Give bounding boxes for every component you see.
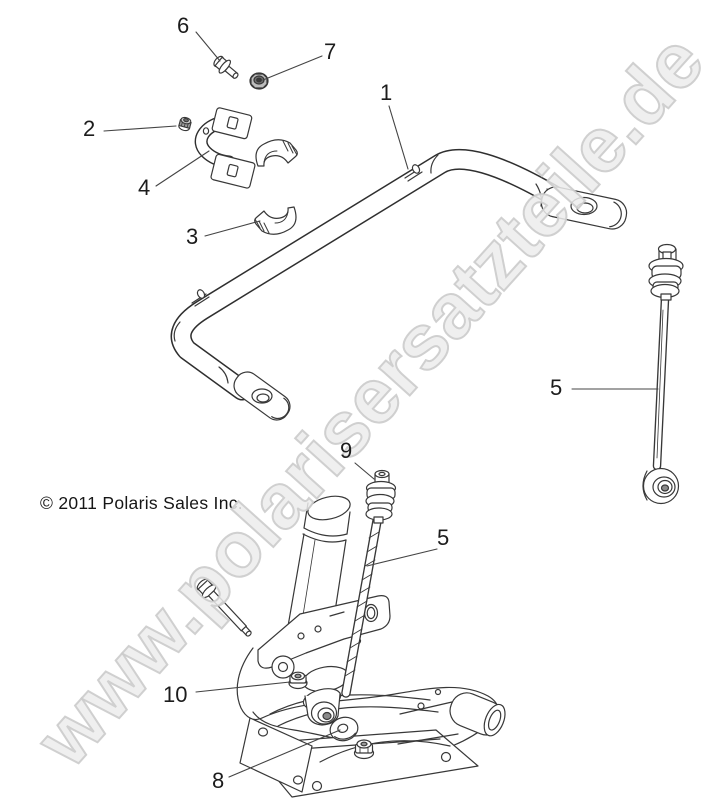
mount-bracket-drawing [194, 107, 256, 189]
lower-link-drawing [302, 469, 397, 726]
flange-nut-drawing [249, 72, 269, 90]
leader-3 [204, 220, 261, 237]
washer-8 [329, 716, 359, 742]
leader-4 [155, 150, 210, 187]
flanged-nut-lower [353, 739, 375, 760]
callout-7: 7 [324, 39, 337, 64]
stabilizer-bar-drawing [170, 148, 628, 421]
link-top-stud [365, 469, 397, 524]
callout-6: 6 [177, 13, 190, 38]
leader-9 [354, 462, 375, 480]
callout-1: 1 [380, 80, 393, 105]
bushing-clamp-upper [255, 139, 298, 167]
callout-9: 9 [340, 438, 353, 463]
bushing-clamp-lower [254, 206, 297, 235]
callout-5-lower: 5 [437, 525, 450, 550]
leader-10 [195, 681, 291, 693]
bracket-assembly-drawing [236, 595, 506, 798]
leader-7 [262, 55, 323, 81]
flange-bolt-drawing [213, 55, 239, 79]
right-link-drawing [642, 243, 684, 505]
rod-thread-marks [344, 531, 380, 677]
link-bottom-bushing [302, 688, 342, 726]
leader-lines [103, 31, 659, 778]
leader-8 [228, 729, 341, 778]
bracket-nut-10 [288, 671, 308, 690]
callout-8: 8 [212, 768, 225, 793]
callout-4: 4 [138, 175, 151, 200]
bar-ridge-marks [191, 164, 423, 307]
right-link-eye [642, 467, 680, 505]
right-link-top-stud [648, 243, 684, 301]
bar-left-tab [233, 371, 291, 421]
leader-2 [103, 125, 177, 132]
callout-5-right: 5 [550, 375, 563, 400]
leader-1 [388, 105, 409, 170]
leader-5l [366, 548, 438, 567]
long-bolt-drawing [196, 578, 252, 637]
callout-3: 3 [186, 224, 199, 249]
leader-6 [195, 31, 221, 62]
callout-10: 10 [163, 682, 188, 707]
knurled-fitting-drawing [178, 116, 192, 132]
callout-2: 2 [83, 116, 96, 141]
copyright-text: © 2011 Polaris Sales Inc. [40, 493, 243, 513]
bar-right-tab [540, 186, 628, 230]
